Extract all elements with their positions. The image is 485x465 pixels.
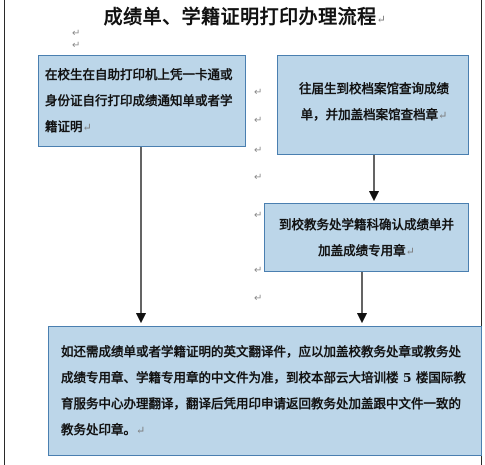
node-self-print: 在校生在自助打印机上凭一卡通或身份证自行打印成绩通知单或者学籍证明↵	[38, 55, 246, 147]
paragraph-mark: ↵	[254, 87, 263, 98]
paragraph-mark: ↵	[136, 424, 146, 437]
node-text: 到校教务处学籍科确认成绩单并加盖成绩专用章	[278, 217, 454, 258]
node-text: 往届生到校档案馆查询成绩单，并加盖档案馆查档章	[298, 81, 449, 122]
page-border-right	[481, 0, 482, 465]
paragraph-mark: ↵	[376, 13, 387, 26]
paragraph-mark: ↵	[72, 40, 81, 51]
node-registrar-confirm: 到校教务处学籍科确认成绩单并加盖成绩专用章↵	[264, 203, 469, 272]
paragraph-mark: ↵	[254, 210, 263, 221]
paragraph-mark: ↵	[82, 121, 92, 134]
node-translation: 如还需成绩单或者学籍证明的英文翻译件，应以加盖校教务处章或教务处成绩专用章、学籍…	[48, 326, 482, 456]
paragraph-mark: ↵	[254, 172, 263, 183]
paragraph-mark: ↵	[254, 293, 263, 304]
node-text: 如还需成绩单或者学籍证明的英文翻译件，应以加盖校教务处章或教务处成绩专用章、学籍…	[61, 344, 466, 437]
paragraph-mark: ↵	[438, 109, 448, 122]
paragraph-mark: ↵	[254, 115, 263, 126]
flow-title: 成绩单、学籍证明打印办理流程↵	[60, 2, 430, 29]
paragraph-mark: ↵	[254, 265, 263, 276]
paragraph-mark: ↵	[405, 245, 415, 258]
page-border-left	[4, 0, 5, 465]
node-text: 在校生在自助打印机上凭一卡通或身份证自行打印成绩通知单或者学籍证明	[45, 67, 233, 134]
paragraph-mark: ↵	[72, 28, 81, 39]
node-graduate-archive: 往届生到校档案馆查询成绩单，并加盖档案馆查档章↵	[277, 55, 469, 155]
flow-title-text: 成绩单、学籍证明打印办理流程	[103, 6, 377, 28]
paragraph-mark: ↵	[254, 145, 263, 156]
